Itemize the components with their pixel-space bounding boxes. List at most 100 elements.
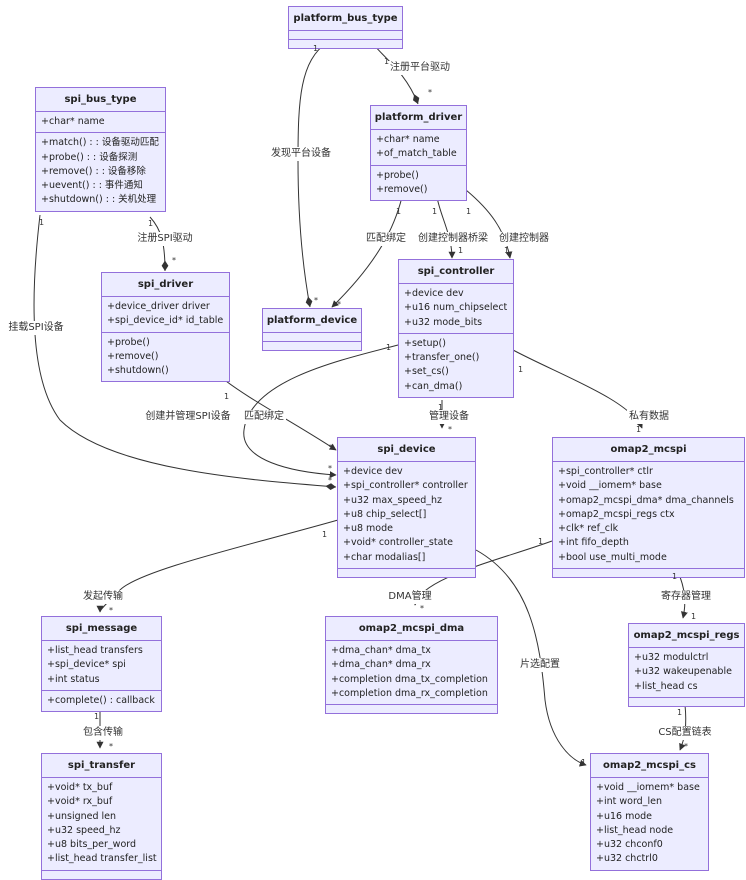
class-spi-driver[interactable]: spi_driver +device_driver driver +spi_de… bbox=[101, 272, 230, 383]
class-platform-device[interactable]: platform_device bbox=[262, 308, 362, 351]
cardinality: * bbox=[329, 443, 333, 452]
cardinality: * bbox=[314, 296, 318, 305]
class-spi-bus-type[interactable]: spi_bus_type +char* name +match() : : 设备… bbox=[35, 87, 166, 212]
cardinality: 1 bbox=[518, 365, 524, 374]
class-method: +remove() : : 设备移除 bbox=[41, 165, 146, 177]
cardinality: * bbox=[328, 476, 332, 485]
class-attr: +int fifo_depth bbox=[558, 537, 629, 549]
class-spi-device[interactable]: spi_device +device dev +spi_controller* … bbox=[337, 437, 476, 579]
edge-label-r1: 注册平台驱动 bbox=[388, 61, 452, 75]
class-title: spi_bus_type bbox=[36, 88, 165, 112]
class-omap2-mcspi[interactable]: omap2_mcspi +spi_controller* ctlr +void … bbox=[552, 437, 745, 579]
cardinality: * bbox=[172, 256, 176, 265]
class-title: spi_controller bbox=[399, 260, 513, 284]
class-attr: +int status bbox=[47, 673, 100, 685]
class-platform-driver[interactable]: platform_driver +char* name +of_match_ta… bbox=[370, 105, 467, 202]
edge-label-r8: 创建并管理SPI设备 bbox=[143, 410, 233, 424]
edge-label-r7: 挂载SPI设备 bbox=[6, 321, 66, 335]
class-attr: +void __iomem* base bbox=[558, 480, 662, 492]
class-attr: +of_match_table bbox=[376, 148, 457, 160]
cardinality: * bbox=[328, 464, 332, 473]
class-omap2-mcspi-dma[interactable]: omap2_mcspi_dma +dma_chan* dma_tx +dma_c… bbox=[325, 616, 498, 715]
class-title: platform_bus_type bbox=[289, 7, 402, 31]
class-attr: +char* name bbox=[376, 134, 440, 145]
class-attr: +int word_len bbox=[596, 796, 662, 808]
class-spi-transfer[interactable]: spi_transfer +void* tx_buf +void* rx_buf… bbox=[41, 753, 162, 880]
class-title: spi_device bbox=[338, 438, 475, 462]
class-method: +can_dma() bbox=[404, 380, 463, 392]
class-attr: +list_head transfer_list bbox=[47, 853, 157, 865]
class-attr: +void* controller_state bbox=[343, 537, 453, 549]
cardinality: 1 bbox=[322, 530, 328, 539]
cardinality: 1 bbox=[691, 612, 697, 621]
class-attr: +dma_chan* dma_tx bbox=[331, 645, 431, 656]
class-title: omap2_mcspi_regs bbox=[629, 624, 744, 648]
class-title: spi_driver bbox=[102, 273, 229, 297]
cardinality: * bbox=[109, 742, 113, 751]
edge-label-r5: 创建控制器桥梁 bbox=[416, 232, 490, 246]
class-attr: +omap2_mcspi_dma* dma_channels bbox=[558, 494, 734, 506]
cardinality: * bbox=[109, 606, 113, 615]
cardinality: 1 bbox=[313, 44, 319, 53]
edge-label-r3: 注册SPI驱动 bbox=[135, 232, 195, 246]
class-attr: +u32 chconf0 bbox=[596, 839, 663, 851]
edge-label-r12: 发起传输 bbox=[81, 590, 125, 604]
edge-label-r13: DMA管理 bbox=[386, 590, 434, 604]
cardinality: * bbox=[448, 425, 452, 434]
class-title: spi_transfer bbox=[42, 754, 161, 778]
class-method: +transfer_one() bbox=[404, 352, 480, 364]
class-attr: +void* tx_buf bbox=[47, 782, 113, 793]
cardinality: 1 bbox=[432, 207, 438, 216]
class-attr: +completion dma_tx_completion bbox=[331, 673, 488, 685]
class-attr: +char* name bbox=[41, 116, 105, 127]
cardinality: 1 bbox=[384, 57, 390, 66]
class-spi-controller[interactable]: spi_controller +device dev +u16 num_chip… bbox=[398, 259, 514, 399]
class-attr: +u32 speed_hz bbox=[47, 824, 121, 836]
cardinality: * bbox=[337, 300, 341, 309]
cardinality: 1 bbox=[672, 572, 678, 581]
class-method: +probe() bbox=[376, 169, 419, 181]
class-title: platform_driver bbox=[371, 106, 466, 130]
class-title: platform_device bbox=[263, 309, 361, 333]
class-attr: +unsigned len bbox=[47, 810, 117, 822]
edge-r8 bbox=[243, 344, 399, 479]
class-omap2-mcspi-cs[interactable]: omap2_mcspi_cs +void __iomem* base +int … bbox=[590, 753, 709, 871]
edge-r11 bbox=[512, 349, 643, 429]
class-title: omap2_mcspi bbox=[553, 438, 744, 462]
class-attr: +clk* ref_clk bbox=[558, 523, 619, 535]
cardinality: 1 bbox=[396, 207, 402, 216]
cardinality: * bbox=[428, 88, 432, 97]
class-method: +shutdown() bbox=[107, 365, 169, 377]
class-method: +probe() bbox=[107, 336, 150, 348]
edge-r15 bbox=[475, 549, 587, 767]
class-method: +match() : : 设备驱动匹配 bbox=[41, 137, 159, 149]
cardinality: 1 bbox=[581, 758, 587, 767]
class-attr: +omap2_mcspi_regs ctx bbox=[558, 508, 675, 520]
class-spi-message[interactable]: spi_message +list_head transfers +spi_de… bbox=[41, 616, 162, 713]
cardinality: 1 bbox=[94, 712, 100, 721]
edge-r12 bbox=[96, 519, 339, 613]
cardinality: 1 bbox=[636, 425, 642, 434]
cardinality: * bbox=[684, 742, 688, 751]
cardinality: 1 bbox=[677, 708, 683, 717]
cardinality: 1 bbox=[538, 537, 544, 546]
class-attr: +spi_device_id* id_table bbox=[107, 315, 224, 327]
class-attr: +device_driver driver bbox=[107, 301, 210, 312]
class-method: +remove() bbox=[107, 350, 159, 362]
class-title: omap2_mcspi_cs bbox=[591, 754, 708, 778]
class-platform-bus-type[interactable]: platform_bus_type bbox=[288, 6, 403, 49]
class-attr: +spi_controller* ctlr bbox=[558, 466, 653, 477]
class-attr: +spi_device* spi bbox=[47, 659, 126, 671]
class-attr: +void* rx_buf bbox=[47, 796, 113, 808]
class-omap2-mcspi-regs[interactable]: omap2_mcspi_regs +u32 modulctrl +u32 wak… bbox=[628, 623, 745, 707]
edge-label-r10: 管理设备 bbox=[427, 410, 471, 424]
class-attr: +u32 max_speed_hz bbox=[343, 494, 442, 506]
edge-label-r6: 创建控制器 bbox=[497, 232, 551, 246]
edge-label-r15: 片选配置 bbox=[518, 658, 562, 672]
class-method: +uevent() : : 事件通知 bbox=[41, 180, 143, 192]
class-attr: +u16 mode bbox=[596, 810, 653, 822]
edge-label-r4: 匹配绑定 bbox=[364, 232, 408, 246]
class-method: +probe() : : 设备探测 bbox=[41, 151, 138, 163]
class-method: +complete() : callback bbox=[47, 694, 155, 706]
cardinality: 1 bbox=[224, 392, 230, 401]
